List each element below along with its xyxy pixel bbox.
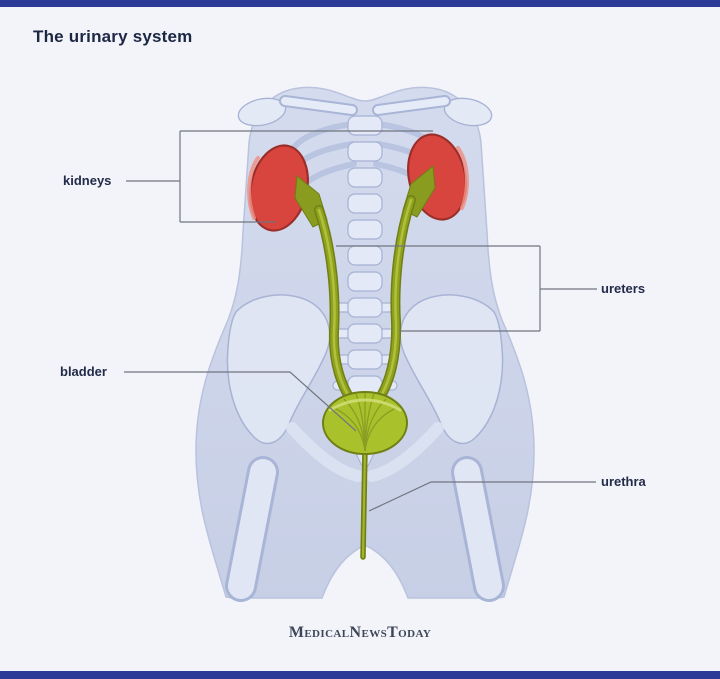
skeleton	[225, 95, 505, 602]
urethra-shape	[360, 445, 368, 560]
vertebra	[347, 115, 383, 136]
label-urethra: urethra	[601, 474, 646, 489]
vertebra	[347, 219, 383, 240]
bladder-leader-line	[124, 371, 357, 432]
vertebra	[347, 141, 383, 162]
vertebra	[347, 323, 383, 344]
vertebra	[347, 193, 383, 214]
ureters-shapes	[294, 165, 436, 408]
ureters-leader-line	[336, 245, 597, 332]
shoulder-bones	[237, 95, 493, 127]
label-bladder: bladder	[60, 364, 107, 379]
femurs	[225, 456, 505, 602]
vertebra	[347, 167, 383, 188]
label-kidneys: kidneys	[63, 173, 112, 188]
urethra-leader-line	[368, 481, 596, 512]
kidneys-leader-line	[126, 130, 433, 223]
bottom-accent-bar	[0, 671, 720, 679]
vertebra	[347, 271, 383, 292]
left-ureter	[294, 175, 358, 408]
vertebra	[347, 297, 383, 318]
top-accent-bar	[0, 0, 720, 7]
bladder-shape	[322, 391, 408, 455]
vertebra	[347, 245, 383, 266]
leader-lines	[124, 130, 597, 512]
vertebra	[347, 349, 383, 370]
page-title: The urinary system	[33, 27, 193, 46]
brand-logo: MedicalNewsToday	[288, 624, 432, 641]
label-ureters: ureters	[601, 281, 646, 296]
right-ureter	[372, 165, 436, 407]
pelvis	[226, 294, 504, 482]
